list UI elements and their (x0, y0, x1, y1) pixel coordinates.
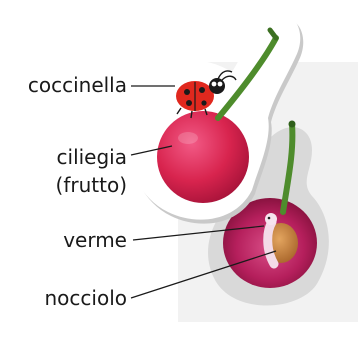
label-worm: verme (63, 229, 127, 251)
label-cherry-line2: (frutto) (56, 174, 127, 196)
cherry-highlight (178, 132, 198, 144)
whole-cherry (157, 111, 249, 203)
label-ladybug: coccinella (28, 74, 127, 96)
worm-head (265, 213, 277, 225)
label-pit: nocciolo (45, 287, 128, 309)
worm-eye (268, 217, 271, 220)
stem-tip (289, 121, 296, 128)
label-cherry-line1: ciliegia (57, 146, 127, 168)
